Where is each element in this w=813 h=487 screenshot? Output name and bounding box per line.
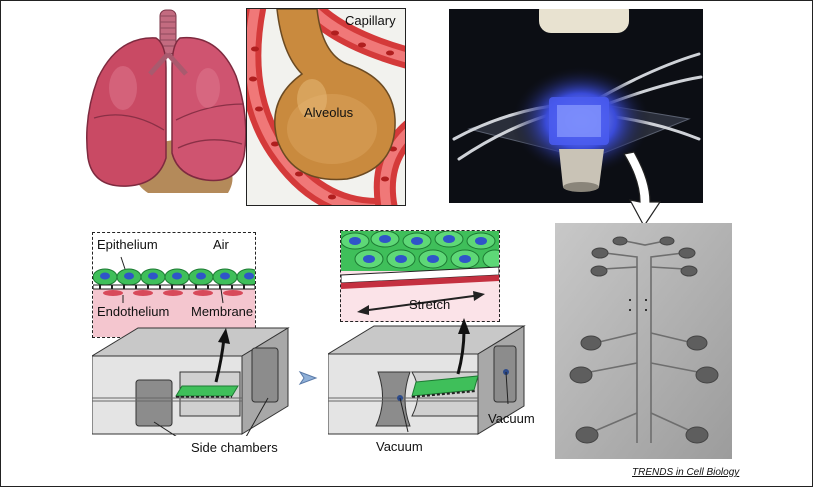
device-right <box>328 318 526 435</box>
stretch-label: Stretch <box>409 297 451 312</box>
tissue-layers-right <box>341 231 499 315</box>
zoom-arrow <box>623 151 662 228</box>
alveolus-illustration <box>247 9 405 205</box>
transition-arrow <box>298 370 318 386</box>
device-left <box>92 327 290 436</box>
side-chambers-label: Side chambers <box>191 440 278 455</box>
capillary-label: Capillary <box>345 13 396 28</box>
membrane-label: Membrane <box>191 304 254 319</box>
lung-illustration <box>86 9 247 193</box>
endothelium-label: Endothelium <box>97 304 170 319</box>
alveolus-label: Alveolus <box>304 105 354 120</box>
chip-photo <box>555 223 732 459</box>
journal-credit: TRENDS in Cell Biology <box>632 467 740 478</box>
chip-illustration <box>555 223 732 459</box>
vacuum-label-left: Vacuum <box>376 439 423 454</box>
alveolus-panel: Capillary Alveolus <box>246 8 406 206</box>
epithelium-label: Epithelium <box>97 237 158 252</box>
device-photo <box>449 9 703 203</box>
tissue-inset-right: Stretch <box>340 230 500 322</box>
air-label: Air <box>213 237 229 252</box>
device-photo-illustration <box>452 9 703 192</box>
tissue-inset-left: Epithelium Air Endothelium Membrane <box>92 232 256 338</box>
vacuum-label-right: Vacuum <box>488 411 535 426</box>
